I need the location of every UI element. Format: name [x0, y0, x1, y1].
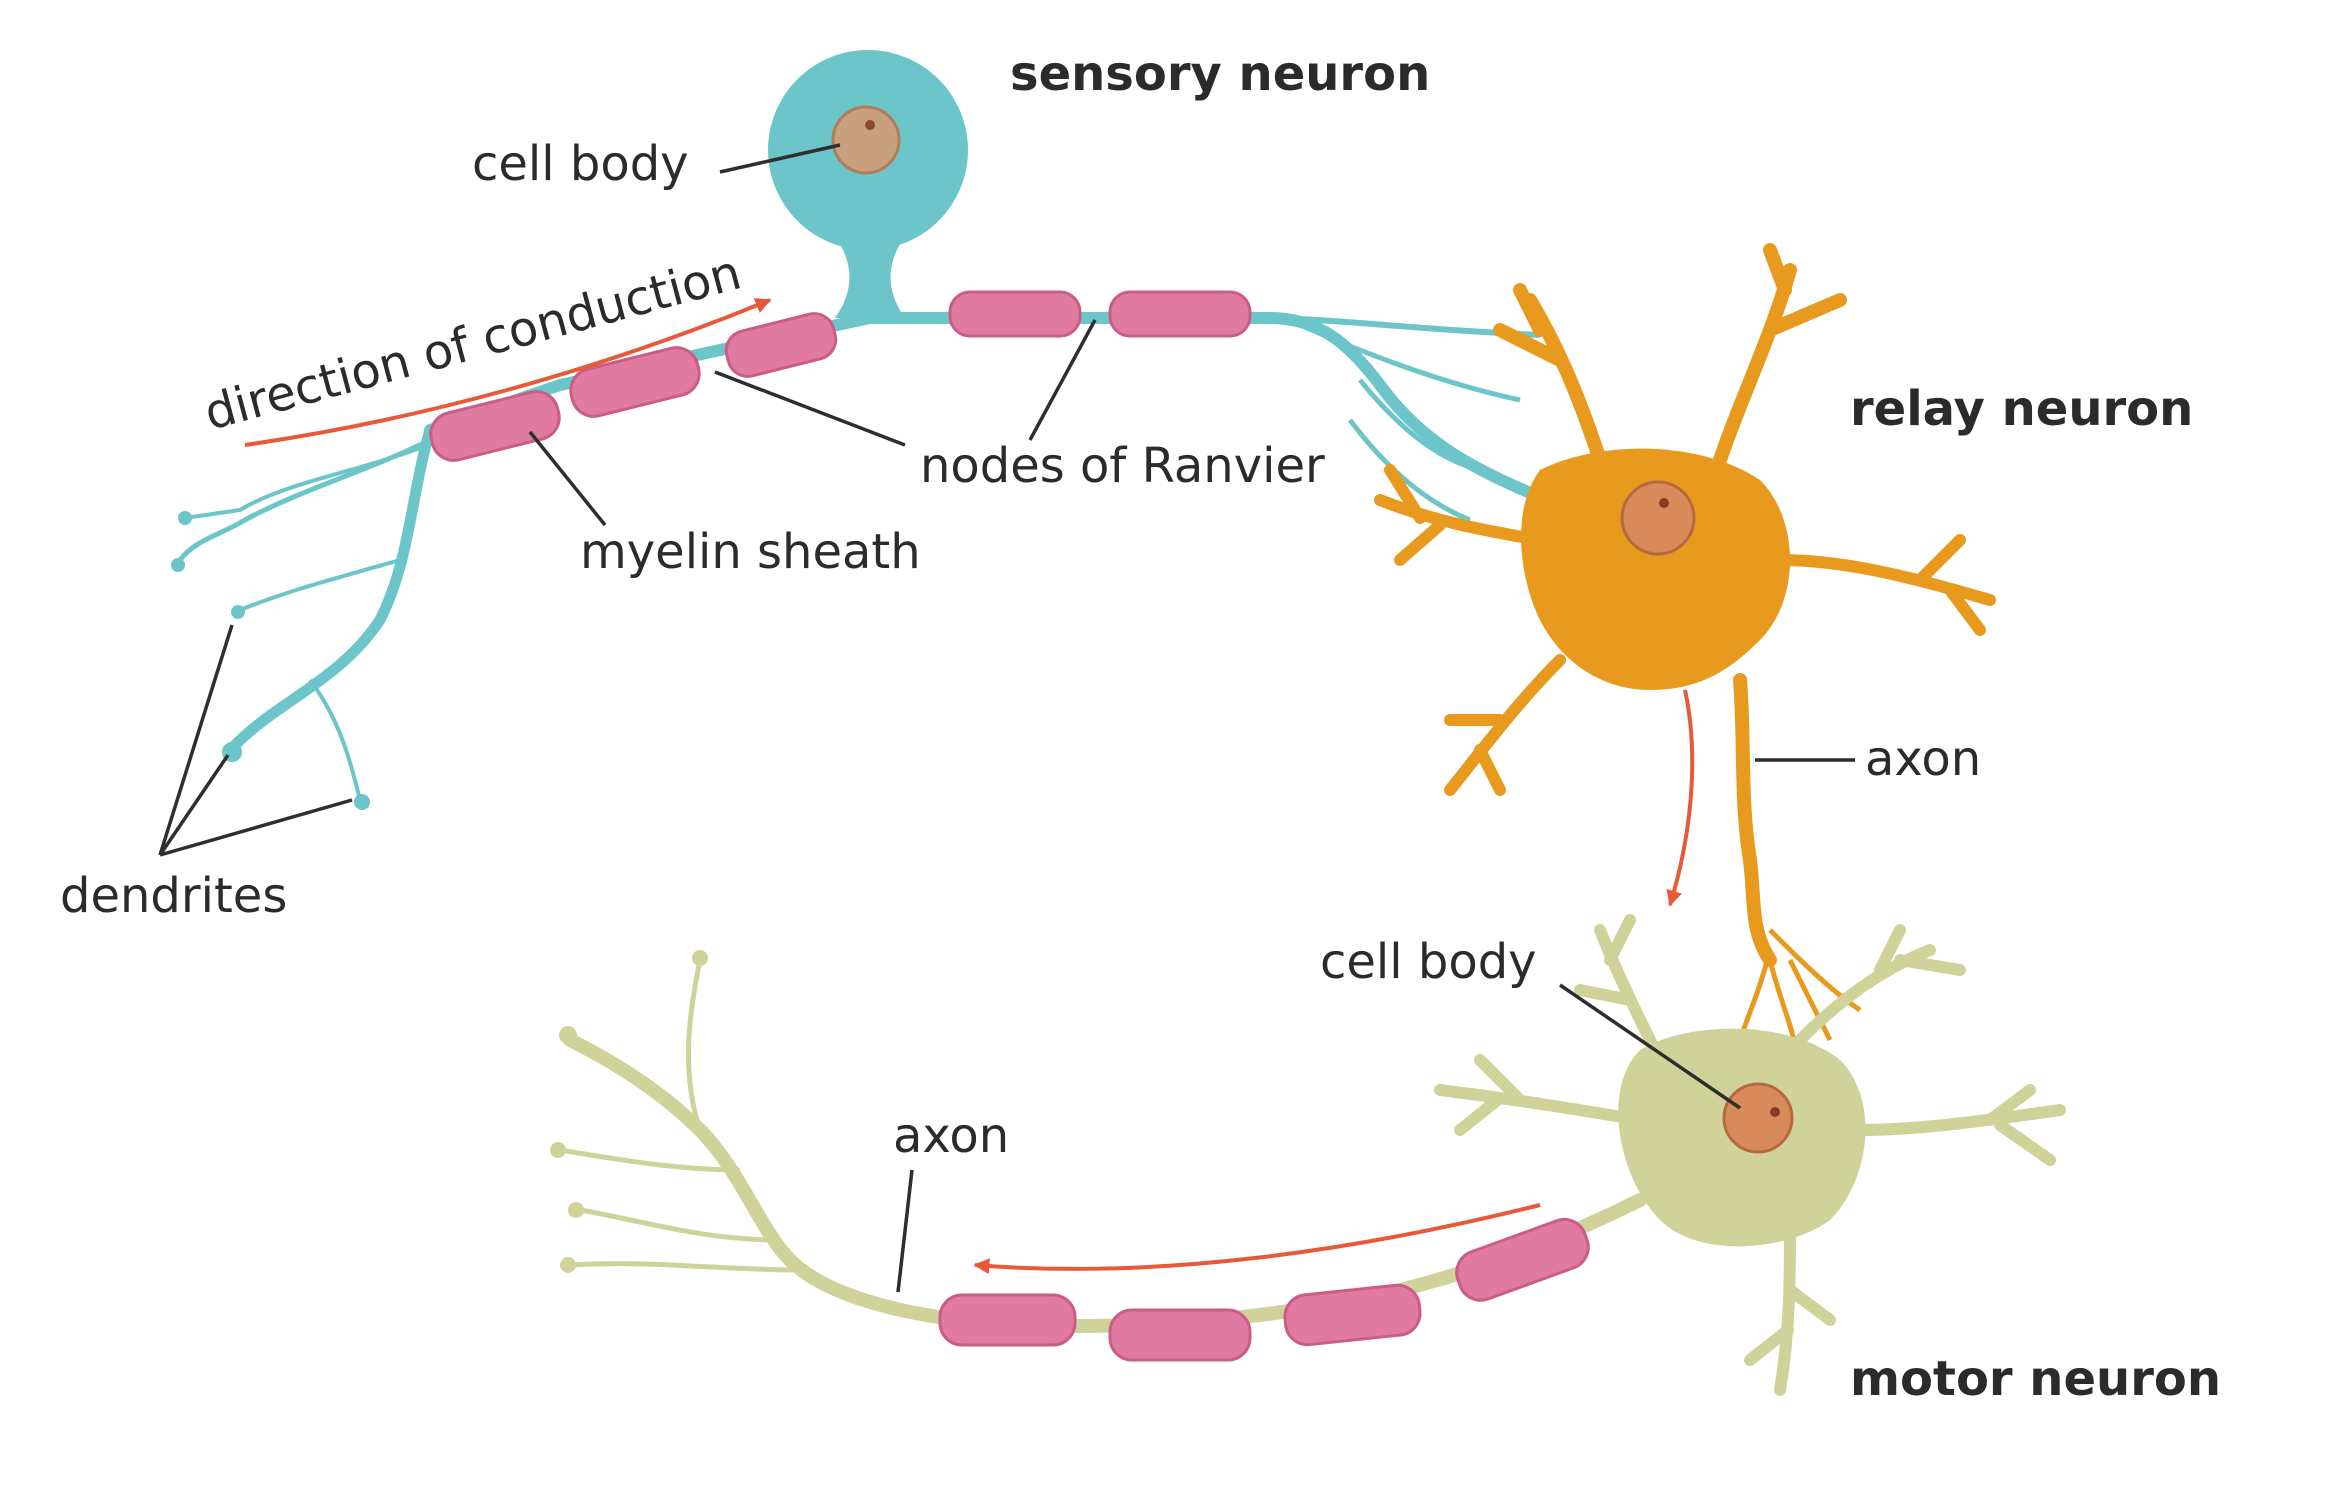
myelin-segment: [1108, 290, 1252, 338]
relay-neuron: [1374, 243, 1996, 1046]
leader-myelin-sheath: [528, 430, 607, 527]
dendrite-tip-3: [231, 605, 245, 619]
motor-terminal-tip: [550, 1142, 566, 1158]
myelin-segment: [569, 346, 701, 418]
leader-dendrites-2: [158, 754, 230, 856]
relay-dendrite: [1774, 534, 1996, 636]
label-myelin-sheath: myelin sheath: [580, 524, 921, 580]
leader-nodes-ranvier-1: [714, 370, 906, 447]
motor-dendrite: [1434, 1054, 1646, 1136]
sensory-terminal-branch-2: [1298, 322, 1521, 403]
myelin-segment: [1455, 1217, 1590, 1302]
motor-nucleus: [1722, 1082, 1794, 1154]
conduction-arrow-relay: [1666, 689, 1695, 907]
motor-dendrite: [1794, 924, 1966, 1046]
sensory-neuron: [171, 50, 1566, 810]
label-cell-body-motor: cell body: [1320, 934, 1537, 990]
relay-axon: [1733, 673, 1777, 967]
motor-axon-terminal: [569, 1261, 801, 1273]
leader-nodes-ranvier-2: [1028, 319, 1097, 441]
sensory-terminal-branch-4: [1348, 418, 1471, 523]
motor-terminal-tip: [568, 1202, 584, 1218]
sensory-nucleolus: [865, 120, 875, 130]
leader-dendrites-3: [159, 798, 353, 857]
motor-dendrite: [1744, 1214, 1836, 1396]
label-dendrites: dendrites: [60, 868, 287, 924]
leader-cell-body-motor: [1559, 983, 1741, 1110]
relay-dendrite: [1444, 654, 1566, 796]
leader-axon-motor: [896, 1169, 914, 1293]
motor-dendrite: [1854, 1084, 2066, 1166]
sensory-dendrite-4: [308, 678, 362, 801]
motor-nucleolus: [1770, 1107, 1780, 1117]
sensory-terminal-branch-3: [1358, 378, 1481, 473]
motor-axon-terminal: [579, 1207, 781, 1243]
motor-dendrite: [1574, 914, 1666, 1066]
relay-nucleus: [1620, 480, 1696, 556]
sensory-nucleus: [831, 105, 901, 175]
sensory-dendrite-3: [239, 558, 401, 612]
sensory-stalk: [830, 230, 910, 318]
myelin-segment: [1283, 1283, 1422, 1347]
myelin-segment: [1108, 1308, 1252, 1362]
label-nodes-of-ranvier: nodes of Ranvier: [920, 438, 1325, 494]
motor-axon-terminal: [685, 959, 703, 1131]
relay-nucleolus: [1659, 498, 1669, 508]
leader-cell-body-sensory: [719, 143, 841, 174]
label-relay-neuron: relay neuron: [1850, 381, 2193, 437]
relay-dendrite: [1374, 464, 1546, 566]
label-motor-neuron: motor neuron: [1850, 1351, 2221, 1407]
conduction-arrow-sensory: [244, 298, 772, 447]
myelin-segment: [429, 390, 561, 462]
sensory-axon-right: [864, 312, 1566, 511]
label-axon-relay: axon: [1865, 731, 1981, 787]
relay-dendrite: [1713, 243, 1847, 467]
sensory-dendrite-2: [184, 438, 441, 520]
relay-axon-terminal: [1737, 928, 1862, 1046]
relay-dendrite: [1493, 283, 1607, 467]
dendrite-tip-1: [178, 511, 192, 525]
label-axon-motor: axon: [893, 1108, 1009, 1164]
leader-dendrites-1: [158, 624, 234, 856]
relay-cell-body: [1521, 448, 1790, 690]
sensory-dendrite-main: [229, 424, 436, 751]
label-cell-body-sensory: cell body: [472, 136, 689, 192]
motor-terminal-tip: [692, 950, 708, 966]
dendrite-tip-5: [354, 794, 370, 810]
dendrite-tip-2: [171, 558, 185, 572]
label-sensory-neuron: sensory neuron: [1010, 46, 1430, 102]
motor-axon-terminal: [559, 1147, 741, 1173]
myelin-segment: [724, 312, 838, 378]
motor-neuron: [550, 914, 2066, 1396]
myelin-segment: [938, 1293, 1077, 1347]
myelin-segment: [948, 290, 1082, 338]
conduction-arrow-motor: [973, 1203, 1541, 1275]
motor-terminal-tip: [559, 1026, 577, 1044]
motor-terminal-tip: [560, 1257, 576, 1273]
